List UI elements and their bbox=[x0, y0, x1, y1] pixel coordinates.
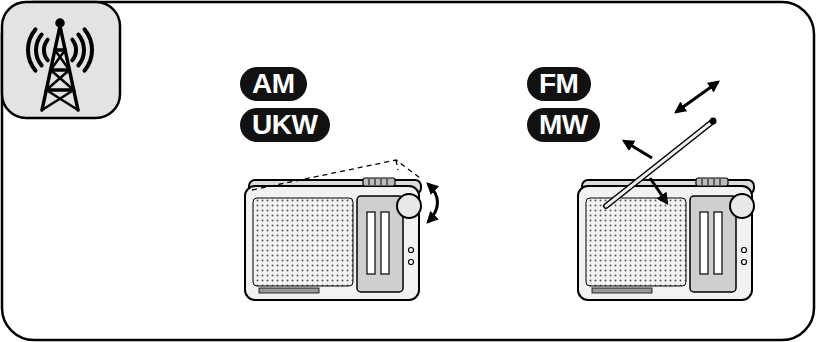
band-label: AM bbox=[240, 67, 307, 101]
band-label: MW bbox=[527, 108, 600, 142]
antenna-tip bbox=[710, 118, 717, 125]
band-text: AM bbox=[252, 68, 295, 99]
band-label: FM bbox=[527, 67, 591, 101]
antenna bbox=[606, 122, 712, 206]
band-text: MW bbox=[539, 109, 588, 140]
radio-right bbox=[578, 178, 754, 300]
antenna-shine bbox=[606, 122, 712, 206]
band-label: UKW bbox=[240, 108, 330, 142]
band-text: FM bbox=[539, 68, 578, 99]
rotated-radio-outline bbox=[252, 160, 420, 190]
icon-box bbox=[2, 2, 120, 118]
tilt-arrow bbox=[624, 141, 652, 158]
extend-arrow bbox=[676, 82, 718, 112]
tower-tip bbox=[57, 20, 63, 26]
wave-left bbox=[28, 29, 48, 70]
wave-right bbox=[72, 29, 92, 70]
band-text: UKW bbox=[252, 109, 317, 140]
tilt-arrow bbox=[650, 178, 667, 203]
radio-left bbox=[245, 178, 421, 300]
tower-icon bbox=[28, 20, 92, 110]
rotate-arrow bbox=[428, 184, 438, 222]
